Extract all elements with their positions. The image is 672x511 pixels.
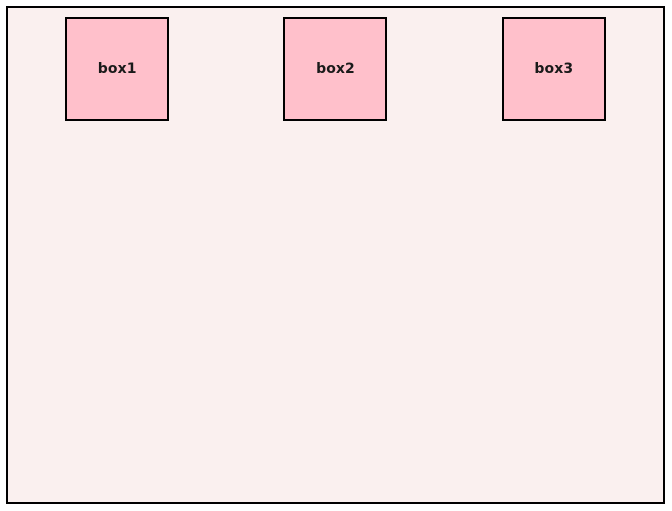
box-item-3[interactable]: box3 xyxy=(501,17,606,121)
box-item-2[interactable]: box2 xyxy=(283,17,388,121)
box-item-2-label: box2 xyxy=(316,61,355,77)
box-item-1-label: box1 xyxy=(97,61,137,77)
box-item-1[interactable]: box1 xyxy=(65,17,170,121)
box-item-3-label: box3 xyxy=(534,61,574,77)
flex-container: box1 box2 box3 xyxy=(6,6,665,504)
